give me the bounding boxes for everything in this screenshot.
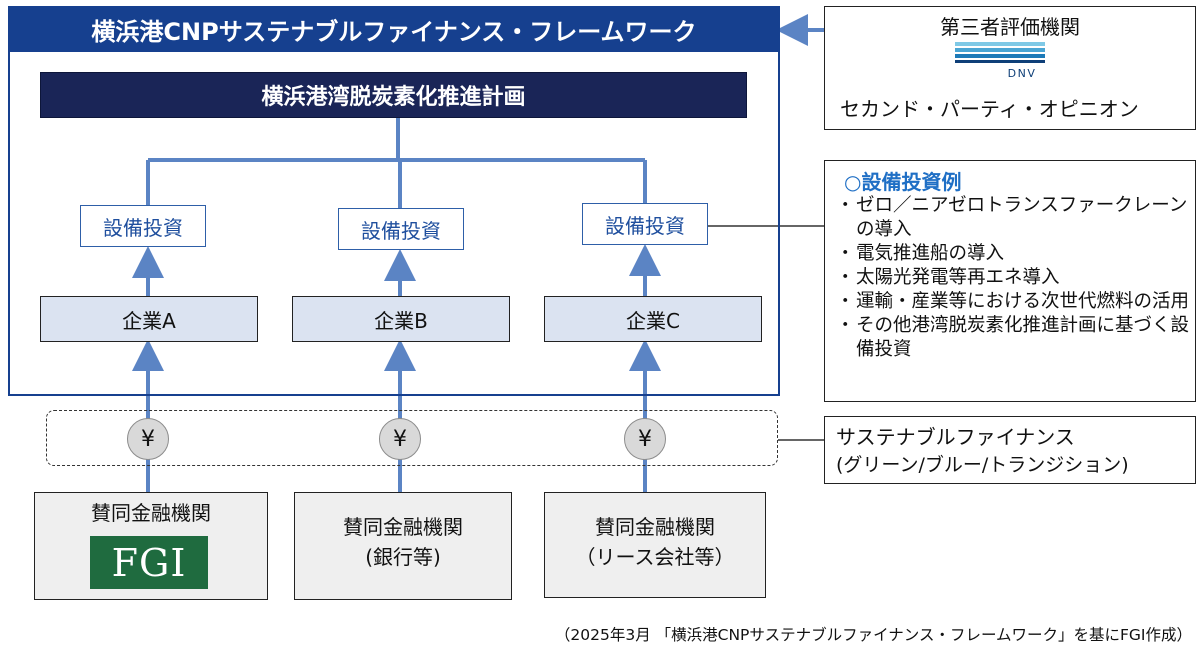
list-item: 太陽光発電等再エネ導入 [836,266,1192,290]
framework-title: 横浜港CNPサステナブルファイナンス・フレームワーク [8,6,780,52]
yen-icon: ¥ [379,418,421,460]
list-item: 電気推進船の導入 [836,242,1192,266]
dnv-logo-text: DNV [1008,67,1037,80]
bank-label-3: 賛同金融機関 [595,515,715,539]
plan-box: 横浜港湾脱炭素化推進計画 [40,72,747,118]
yen-icon: ¥ [127,418,169,460]
finance-flow-zone [46,410,778,466]
investment-examples-list: ゼロ／ニアゼロトランスファークレーンの導入 電気推進船の導入 太陽光発電等再エネ… [836,194,1192,362]
sustainable-finance-title: サステナブルファイナンス [836,424,1075,449]
yen-icon: ¥ [624,418,666,460]
bank-box-2 [294,492,512,600]
tree-connector [146,118,647,208]
second-party-opinion-label: セカンド・パーティ・オピニオン [840,96,1139,121]
investment-box-a: 設備投資 [80,205,206,247]
third-party-title: 第三者評価機関 [940,14,1080,39]
list-item: 運輸・産業等における次世代燃料の活用 [836,290,1192,314]
bank-sub-2: (銀行等) [365,545,441,569]
bank-label-1: 賛同金融機関 [91,501,211,525]
company-box-b: 企業B [292,296,510,342]
source-footnote: （2025年3月 「横浜港CNPサステナブルファイナンス・フレームワーク」を基に… [554,626,1192,644]
company-box-a: 企業A [40,296,258,342]
third-party-box [824,6,1196,130]
list-item: ゼロ／ニアゼロトランスファークレーンの導入 [836,194,1192,242]
bank-label-2: 賛同金融機関 [343,515,463,539]
company-box-c: 企業C [544,296,762,342]
investment-box-b: 設備投資 [338,208,464,250]
fgi-logo: FGI [90,536,208,589]
sustainable-finance-box [824,416,1196,484]
list-item: その他港湾脱炭素化推進計画に基づく設備投資 [836,314,1192,362]
sustainable-finance-subtitle: (グリーン/ブルー/トランジション) [836,453,1129,476]
bank-box-3 [544,492,766,598]
investment-examples-title: ○設備投資例 [844,169,962,194]
dnv-logo: DNV [955,42,1045,80]
investment-box-c: 設備投資 [582,203,708,245]
bank-sub-3: （リース会社等） [575,545,735,569]
